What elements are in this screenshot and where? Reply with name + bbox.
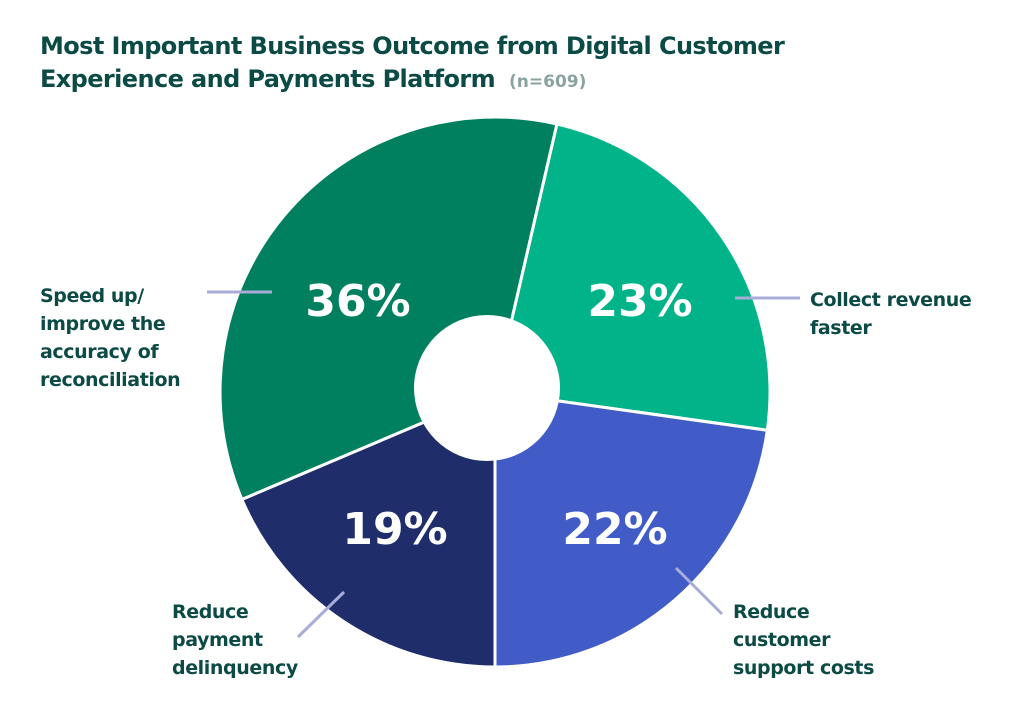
label-support-line-2: customer [733,629,831,651]
chart-title: Most Important Business Outcome from Dig… [40,30,940,99]
donut-hole [414,315,560,461]
label-collect-line-2: faster [810,317,872,339]
label-support-line-3: support costs [733,657,874,679]
label-delinquency-line-2: payment [172,629,263,651]
title-line-1: Most Important Business Outcome from Dig… [40,32,785,60]
pct-support-costs: 22% [562,504,667,555]
label-collect-revenue: Collect revenue faster [810,286,972,342]
label-reconciliation-line-2: improve the [40,313,166,335]
leader-payment-delinquency [296,590,346,639]
pct-payment-delinquency: 19% [342,504,447,555]
label-reconciliation-line-4: reconciliation [40,369,181,391]
sample-size: (n=609) [509,72,587,92]
label-reconciliation-line-1: Speed up/ [40,285,144,307]
label-delinquency-line-1: Reduce [172,601,249,623]
label-reconciliation-line-3: accuracy of [40,341,159,363]
label-collect-line-1: Collect revenue [810,289,972,311]
slice-reconciliation [218,115,559,502]
pct-reconciliation: 36% [305,276,410,327]
leader-support-costs [674,566,724,616]
label-delinquency-line-3: delinquency [172,657,298,679]
label-support-costs: Reduce customer support costs [733,598,874,682]
label-payment-delinquency: Reduce payment delinquency [172,598,298,682]
title-line-2: Experience and Payments Platform (n=609) [40,63,940,99]
pct-collect-revenue: 23% [587,276,692,327]
slice-support-costs [493,390,769,669]
label-support-line-1: Reduce [733,601,810,623]
slice-payment-delinquency [239,389,497,669]
label-reconciliation: Speed up/ improve the accuracy of reconc… [40,282,181,394]
slice-collect-revenue [493,122,772,432]
title-line-2-text: Experience and Payments Platform [40,65,496,93]
